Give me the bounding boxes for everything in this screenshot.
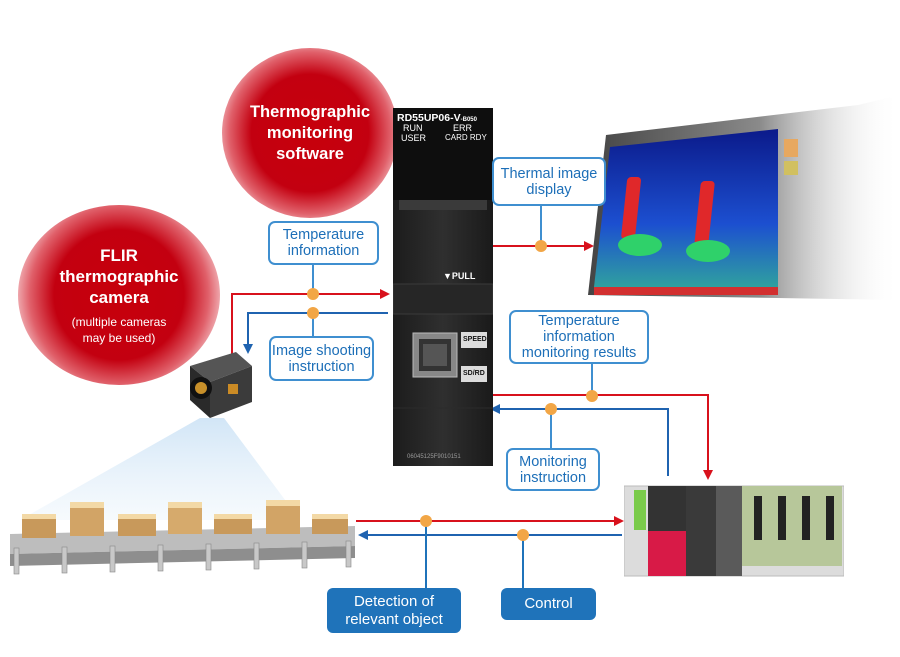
junction-dot [420,515,432,527]
module-unit: RD55UP06-V-B050 RUN ERR USER CARD RDY ▼P… [393,108,493,466]
speed-label: SPEED [463,336,487,343]
module-model-label: RD55UP06-V-B050 [397,112,477,124]
image-shooting-line-1: Image shooting [271,342,372,359]
monitoring-instruction-line-2: instruction [519,469,587,486]
led-card-rdy-label: CARD RDY [445,133,487,142]
serial-label: 06045125F9010151 [407,454,461,460]
led-run-label: RUN [403,123,423,133]
temperature-info-line-2: information [287,243,360,259]
module-model-suffix: -B050 [460,117,477,123]
junction-dot [586,390,598,402]
junction-dot [307,288,319,300]
junction-dot [307,307,319,319]
software-bubble: Thermographic monitoring software [222,48,398,218]
image-shooting-arrow [243,312,388,354]
temp-monitoring-line-3: monitoring results [521,345,637,361]
pull-label: ▼PULL [443,271,476,281]
temperature-info-line-1: Temperature [282,227,365,243]
software-line-3: software [276,144,344,163]
module-body [393,108,493,466]
monitoring-instruction-line-1: Monitoring [519,453,587,470]
flir-camera [190,352,252,418]
software-line-1: Thermographic [249,102,371,121]
software-line-2: monitoring [266,123,354,142]
plc-rack [624,485,844,577]
module-model: RD55UP06-V [397,112,461,124]
detection-line-1: Detection of [353,592,435,610]
temperature-info-arrow [231,289,390,358]
camera-title-line-1: FLIR [100,245,138,265]
camera-title-line-3: camera [89,287,149,307]
conveyor-scene [10,418,355,575]
thermal-monitor [588,95,900,300]
box [118,514,156,536]
detection-line-2: relevant object [345,610,443,628]
control-callout: Control [501,588,596,620]
camera-note-line-1: (multiple cameras [71,314,167,329]
sdrd-label: SD/RD [463,370,485,377]
image-shooting-line-2: instruction [288,358,355,375]
thermal-image-line-1: Thermal image [500,165,598,182]
temp-monitoring-line-2: information [543,329,615,345]
control-label: Control [524,595,573,612]
junction-dot [535,240,547,252]
camera-note-line-2: may be used) [82,330,156,345]
led-user-label: USER [401,133,427,143]
junction-dot [517,529,529,541]
thermal-image-line-2: display [526,181,572,198]
camera-title-line-2: thermographic [59,266,179,286]
monitoring-results-arrow [492,394,713,480]
led-err-label: ERR [453,123,473,133]
junction-dot [545,403,557,415]
camera-bubble: FLIR thermographic camera (multiple came… [18,205,220,385]
temp-monitoring-line-1: Temperature [538,313,620,329]
